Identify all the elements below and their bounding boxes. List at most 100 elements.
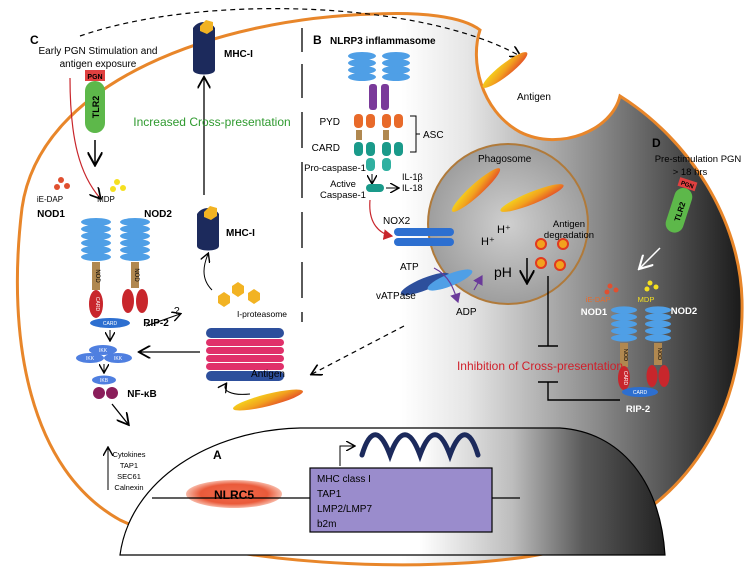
ie-dap-label-d: iE-DAP [586,295,611,304]
caspase-1-label: Caspase-1 [320,190,366,201]
gene-box [309,467,493,533]
nod-domain-label-c1: NOD [94,269,100,283]
nod2-protein-c: NOD [120,218,150,313]
panel-label-a: A [213,448,222,462]
ligand-dots-c [54,177,126,192]
nlrp3-nacht [369,84,389,110]
ligand-dots-d [604,280,659,295]
antigen-cytosol-label: Antigen [251,369,285,380]
degradation-label-2: degradation [544,230,594,241]
card-domain-label-c1: CARD [94,297,100,312]
panel-d-title-1: Pre-stimulation PGN [655,154,742,165]
vatpase-label: vATPase [376,291,416,302]
gene-b2m: b2m [317,519,336,530]
tlr2-receptor-d: PGN TLR2 [665,177,698,233]
nfkb-subunit-1 [93,387,105,399]
caspase-to-nox2-arrow [369,199,394,240]
pro-caspase-label: Pro-caspase-1 [304,163,366,174]
uptake-dashed-arrow [79,8,520,56]
mhc-i-middle [197,206,219,251]
ikk-label-2: IKK [86,356,95,362]
nod-domain-label-c2: NOD [133,268,139,282]
nod-domain-label-d2: NOD [656,348,662,360]
gene-mhc-class-i: MHC class I [317,474,371,485]
cytokines-label: Cytokines [113,450,146,459]
il18-label: IL-18 [402,183,423,193]
card-label-b: CARD [312,143,340,154]
ikk-label-1: IKK [99,348,108,354]
vatpase-complex [400,269,473,296]
rip2-card-label-c: CARD [103,321,118,327]
asc-pyd [354,114,403,140]
pgn-red-arrow-c [69,77,100,198]
asc-label: ASC [423,130,444,141]
atp-label: ATP [400,262,419,273]
adp-label: ADP [456,307,477,318]
nfkb-label: NF-κB [127,389,156,400]
phagosome-antigen-2 [500,184,564,212]
cross-presentation-label: Increased Cross-presentation [133,115,290,129]
ikk-label-3: IKK [114,356,123,362]
nox2-label: NOX2 [383,216,411,227]
nlrc5-protein [186,480,282,508]
nod2-label-d: NOD2 [671,306,697,317]
atp-hydrolysis-arrow [433,267,461,304]
mdp-label-d: MDP [638,295,655,304]
nod2-protein-d: NOD [645,306,671,387]
antigen-cytosol [233,389,303,411]
nfkb-subunit-2 [106,387,118,399]
mhc-i-top [193,20,215,75]
nod1-protein-d: NOD CARD [611,306,637,390]
tlr2-d-arrow [640,247,661,268]
rip2-label-d: RIP-2 [626,404,650,415]
proton-pump-arrow [473,274,483,291]
pyd-label: PYD [319,117,340,128]
phagosome-antigen-1 [451,168,501,212]
peptide-to-mhc-arrow [204,254,213,291]
pgn-label-d: PGN [680,181,694,191]
mdp-label-c: MDP [97,195,115,204]
tlr2-label-c: TLR2 [91,96,101,119]
nod-domain-label-d1: NOD [622,349,628,361]
nlrc5-label: NLRC5 [214,488,254,502]
ikk-complex: IKK IKK IKK [76,345,132,363]
pgn-label-c: PGN [87,74,102,81]
inhibition-pathway [538,276,620,401]
rip2-card-c [90,318,130,328]
mhc-i-top-label: MHC-I [224,49,253,60]
asc-bracket [410,115,420,153]
inhibition-label: Inhibition of Cross-presentation [457,359,623,373]
i-proteasome-label: I-proteasome [237,309,287,319]
rip2-to-proteasome-arrow [145,314,180,327]
hplus-2: H⁺ [497,224,511,236]
panel-c-title-1: Early PGN Stimulation and [39,46,158,57]
nox2-complex [394,228,454,246]
hplus-1: H⁺ [481,236,495,248]
i-proteasome [206,328,284,381]
phagosome-label: Phagosome [478,154,532,165]
rip2-card-label-d: CARD [633,390,648,396]
nod1-protein-c: NOD CARD [81,218,111,318]
panel-label-c: C [30,33,39,47]
gene-tap1: TAP1 [317,489,342,500]
panel-label-d: D [652,136,661,150]
asc-card [354,142,403,171]
rip2-card-d [622,387,658,397]
phagosome [427,143,589,305]
active-caspase-1 [366,184,384,192]
ph-label: pH [494,264,512,280]
nlrp3-title: NLRP3 inflammasome [330,36,436,47]
nlrp3-lrr [348,52,410,81]
tap1-label-c: TAP1 [120,461,138,470]
active-label: Active [330,179,356,190]
mhc-i-middle-label: MHC-I [226,228,255,239]
transcription-start-arrow [339,446,354,466]
antigen-to-proteasome-arrow [225,384,251,395]
panel-label-b: B [313,33,322,47]
nod1-label-d: NOD1 [581,307,608,318]
degraded-antigen-dots [535,238,569,271]
degradation-label-1: Antigen [553,219,585,230]
tlr2-receptor-c: PGN TLR2 [85,70,105,133]
nod1-label-c: NOD1 [37,209,65,220]
